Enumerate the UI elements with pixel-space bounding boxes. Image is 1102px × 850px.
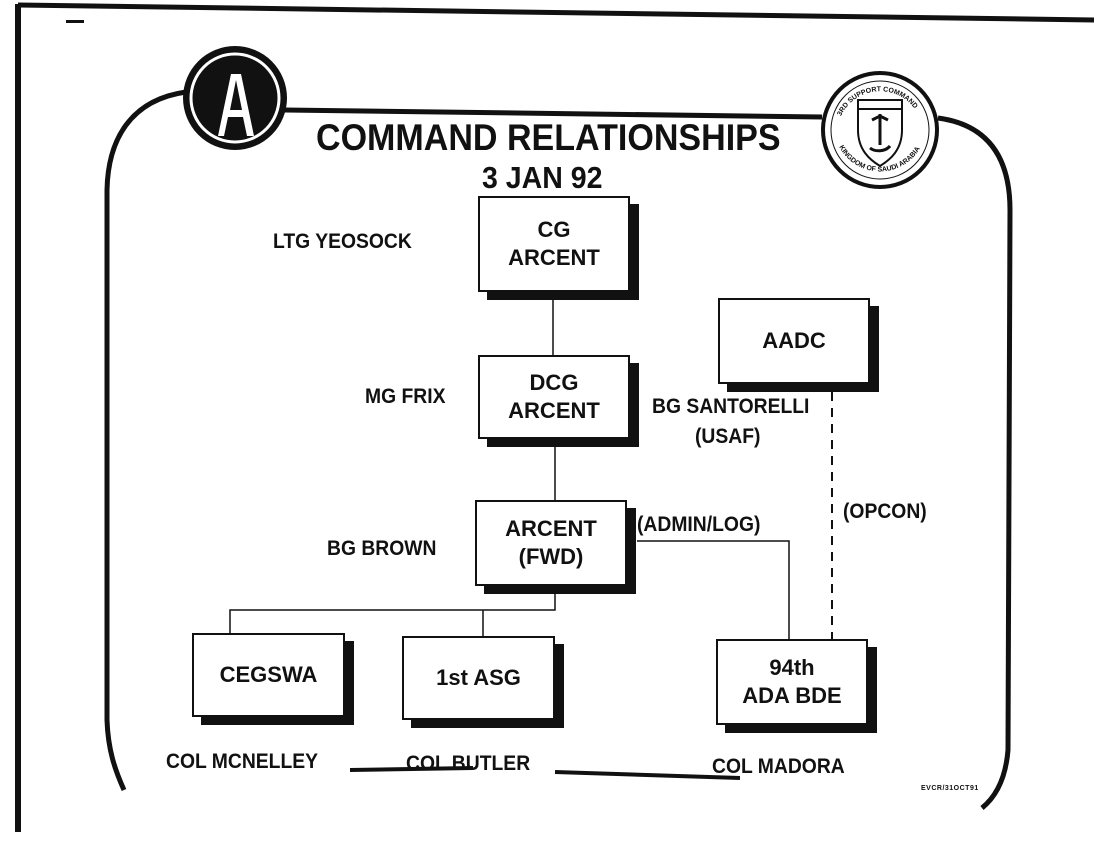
node-dcg-line-1: DCG	[529, 370, 579, 395]
node-1st-asg: 1st ASG	[402, 636, 555, 720]
army-a-emblem-icon	[183, 46, 287, 150]
scan-mark	[66, 20, 84, 23]
frame-right-arc	[937, 115, 1013, 810]
relationship-opcon: (OPCON)	[843, 500, 927, 523]
frame-bottom-line-1	[349, 766, 474, 772]
commander-aadc: BG SANTORELLI	[652, 395, 810, 418]
node-cegswa-line-1: CEGSWA	[219, 662, 318, 687]
commander-fwd: BG BROWN	[327, 537, 437, 560]
node-fwd-line-1: ARCENT	[505, 516, 597, 541]
saudi-seal-icon: 3RD SUPPORT COMMAND KINGDOM OF SAUDI ARA…	[821, 71, 939, 189]
slide-title: COMMAND RELATIONSHIPS	[316, 117, 781, 158]
commander-ada: COL MADORA	[712, 755, 845, 778]
node-dcg-arcent: DCG ARCENT	[478, 355, 630, 439]
slide-date: 3 JAN 92	[482, 160, 603, 195]
node-cegswa: CEGSWA	[192, 633, 345, 717]
node-arcent-fwd: ARCENT (FWD)	[475, 500, 627, 586]
frame-top-line	[284, 107, 823, 120]
footer-code: EVCR/31OCT91	[921, 785, 979, 792]
node-aadc-line-1: AADC	[762, 328, 826, 353]
node-ada-line-1: 94th	[769, 655, 815, 680]
page-border-top	[17, 2, 1095, 23]
relationship-admin-log: (ADMIN/LOG)	[637, 513, 761, 536]
frame-left-arc	[104, 89, 187, 792]
connector-admin-log	[637, 540, 790, 639]
commander-aadc-service: (USAF)	[695, 425, 761, 448]
node-dcg-line-2: ARCENT	[508, 398, 600, 423]
node-cg-arcent: CG ARCENT	[478, 196, 630, 292]
commander-cegswa: COL MCNELLEY	[166, 750, 319, 773]
commander-asg: COL BUTLER	[406, 752, 531, 775]
node-94th-ada-bde: 94th ADA BDE	[716, 639, 868, 725]
frame-bottom-line-2	[554, 770, 741, 780]
node-cg-line-2: ARCENT	[508, 245, 600, 270]
node-ada-line-2: ADA BDE	[742, 683, 842, 708]
node-cg-line-1: CG	[537, 217, 571, 242]
node-aadc: AADC	[718, 298, 870, 384]
commander-cg: LTG YEOSOCK	[273, 230, 412, 253]
node-fwd-line-2: (FWD)	[518, 544, 584, 569]
node-asg-line-1: 1st ASG	[436, 665, 521, 690]
connector-fwd-cegswa	[229, 592, 556, 633]
commander-dcg: MG FRIX	[365, 385, 446, 408]
